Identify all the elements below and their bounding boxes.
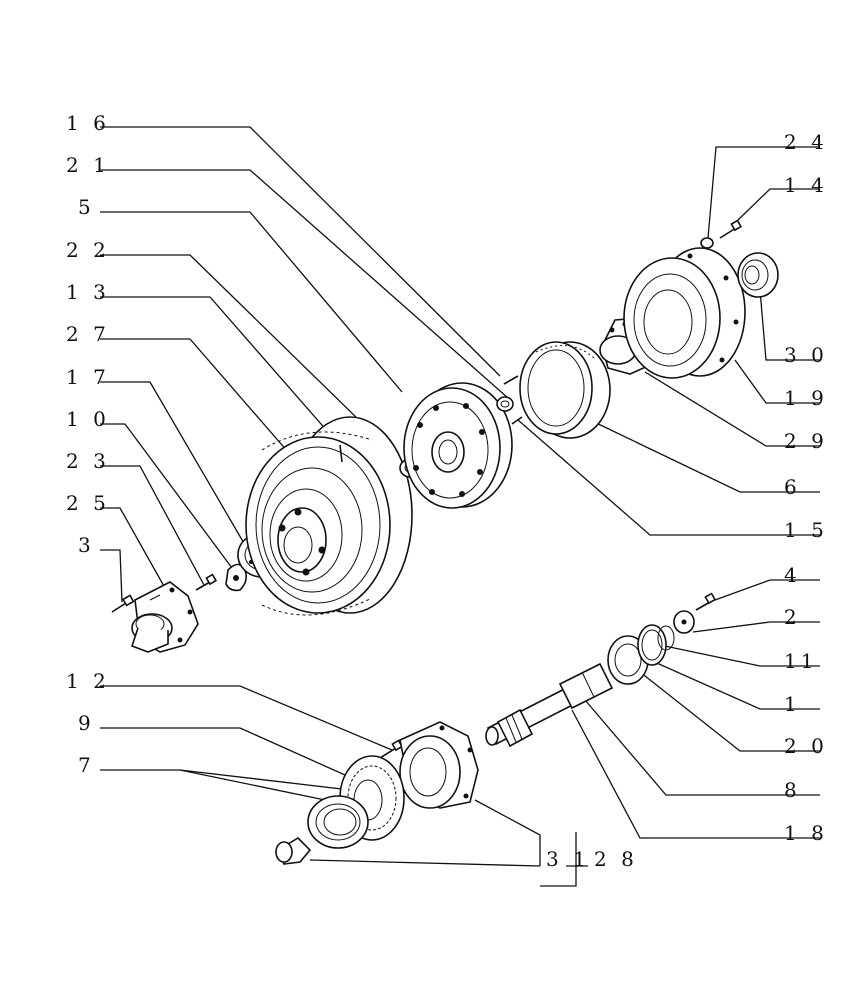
- callout-13: 1 3: [66, 280, 110, 304]
- callout-22: 2 2: [66, 238, 110, 262]
- callout-1: 1: [784, 692, 801, 716]
- clutch-hub-5: [403, 382, 513, 509]
- callout-12: 1 2: [66, 669, 110, 693]
- callout-15: 1 5: [784, 518, 828, 542]
- seal-ring-7: [307, 795, 369, 849]
- callout-8: 8: [784, 778, 801, 802]
- sleeve-31: [275, 836, 312, 865]
- callout-31: 3 1: [546, 847, 590, 871]
- screw-14: [719, 219, 743, 239]
- washer-2: [673, 610, 695, 634]
- bearing-30: [737, 252, 779, 298]
- callout-28: 2 8: [594, 847, 638, 871]
- ring-21: [496, 396, 514, 412]
- callout-5: 5: [78, 195, 95, 219]
- callout-11: 11: [784, 649, 817, 673]
- screw-12: [379, 739, 404, 759]
- washer-24: [700, 237, 714, 249]
- clutch-drum-27: [245, 416, 413, 616]
- pin-15: [511, 416, 523, 425]
- callout-29: 2 9: [784, 429, 828, 453]
- callout-17: 1 7: [66, 365, 110, 389]
- callout-19: 1 9: [784, 386, 828, 410]
- callout-6: 6: [784, 475, 801, 499]
- callout-14: 1 4: [784, 173, 828, 197]
- callout-18: 1 8: [784, 821, 828, 845]
- right-callouts: 2 4 1 4 3 0 1 9 2 9 6 1 5 4 2 11 1 2 0 8…: [546, 130, 828, 871]
- callout-7: 7: [78, 753, 95, 777]
- callout-10: 1 0: [66, 407, 110, 431]
- callout-27: 2 7: [66, 322, 110, 346]
- circlip-11: [657, 625, 675, 651]
- callout-21: 2 1: [66, 153, 110, 177]
- screw-16: [503, 375, 519, 385]
- ring-gear-6: [519, 341, 611, 439]
- washer-10: [225, 563, 248, 592]
- output-housing: [399, 721, 479, 809]
- screw-3: [111, 594, 135, 613]
- left-callouts: 1 6 2 1 5 2 2 1 3 2 7 1 7 1 0 2 3 2 5 3 …: [66, 111, 110, 777]
- callout-24: 2 4: [784, 130, 828, 154]
- ring-1: [637, 624, 667, 666]
- callout-2: 2: [784, 605, 801, 629]
- screw-23: [195, 573, 218, 591]
- flange-hub-left: [130, 581, 199, 653]
- callout-23: 2 3: [66, 449, 110, 473]
- leader-lines: [100, 126, 820, 887]
- callout-3: 3: [78, 533, 95, 557]
- input-shaft-18: [485, 662, 614, 748]
- callout-16: 1 6: [66, 111, 110, 135]
- screw-4: [695, 592, 717, 611]
- callout-9: 9: [78, 711, 95, 735]
- callout-30: 3 0: [784, 343, 828, 367]
- callout-20: 2 0: [784, 734, 828, 758]
- callout-25: 2 5: [66, 491, 110, 515]
- callout-4: 4: [784, 563, 801, 587]
- housing-19: [623, 247, 746, 379]
